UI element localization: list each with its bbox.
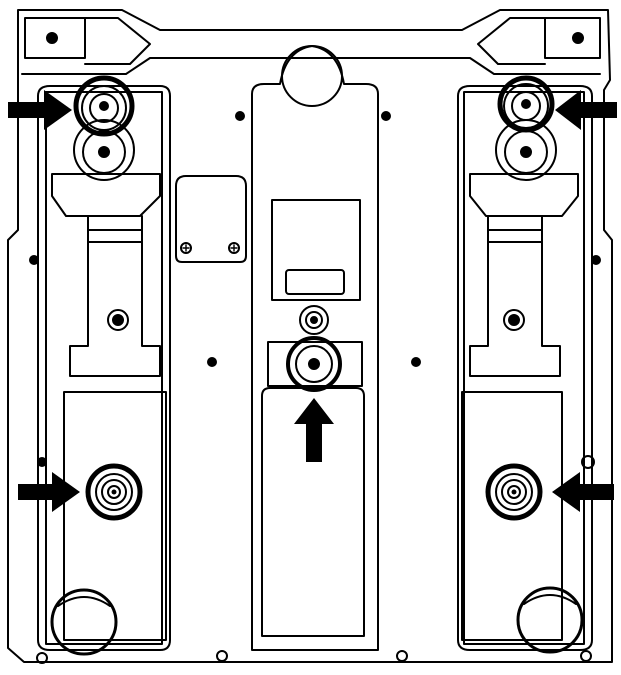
right-bottom-foot bbox=[516, 586, 584, 654]
arrow-right-icon bbox=[18, 472, 80, 512]
arrow-right-icon bbox=[8, 90, 72, 130]
top-left-corner-block bbox=[24, 17, 151, 65]
arrow-left-icon bbox=[552, 472, 614, 512]
access-plate bbox=[175, 175, 247, 263]
highlight-ring-top-left bbox=[73, 75, 135, 137]
center-grommet bbox=[295, 345, 333, 383]
right-screw bbox=[503, 309, 525, 331]
top-right-corner-block bbox=[477, 17, 601, 65]
right-rail bbox=[457, 85, 593, 651]
housing-outline bbox=[7, 9, 613, 663]
center-column bbox=[251, 45, 379, 651]
arrow-up-icon bbox=[294, 398, 334, 462]
center-small-grommet bbox=[299, 305, 329, 335]
left-rail bbox=[37, 85, 171, 651]
mounting-dots bbox=[29, 111, 601, 664]
highlight-ring-top-right bbox=[497, 75, 555, 133]
highlight-ring-center bbox=[286, 336, 342, 392]
left-top-pad bbox=[73, 85, 135, 181]
arrow-left-icon bbox=[555, 90, 617, 130]
highlight-ring-bottom-right bbox=[485, 463, 543, 521]
right-top-pad bbox=[495, 83, 557, 181]
left-bottom-foot bbox=[50, 588, 118, 656]
top-rail bbox=[21, 57, 601, 75]
left-screw bbox=[107, 309, 129, 331]
highlight-ring-bottom-left bbox=[85, 463, 143, 521]
